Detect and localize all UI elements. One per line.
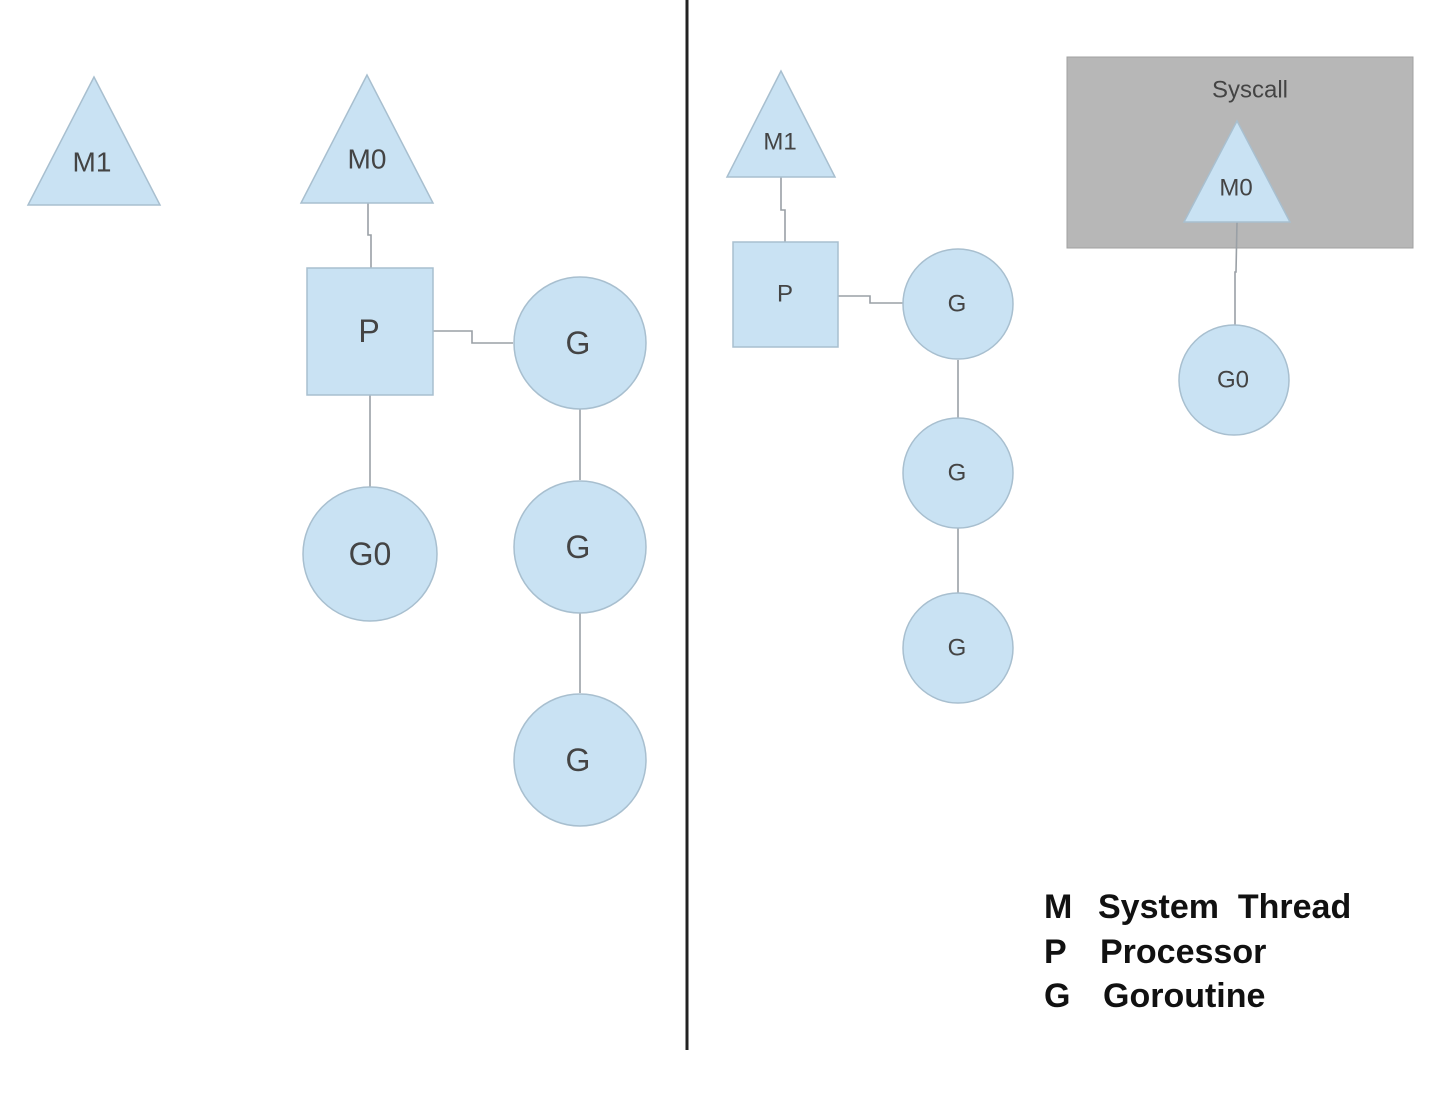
connector-m0-g0: [1234, 221, 1238, 325]
left-panel: M1 M0 P G0 G G G: [26, 73, 647, 827]
p-label: P: [358, 313, 379, 349]
m0-thread-node: M0: [299, 73, 435, 204]
g-label: G: [948, 291, 967, 318]
p-processor-node: P: [306, 267, 434, 396]
g-goroutine-node: G: [902, 417, 1014, 529]
g0-label: G0: [1217, 367, 1249, 394]
g-label: G: [948, 635, 967, 662]
connector-m1-p: [780, 177, 786, 242]
m0-label: M0: [1219, 175, 1252, 202]
syscall-label: Syscall: [1212, 77, 1288, 104]
g-label: G: [566, 742, 591, 778]
legend: M System Thread P Processor G Goroutine: [1044, 888, 1351, 1015]
m1-thread-node: M1: [26, 75, 162, 206]
g-label: G: [948, 460, 967, 487]
legend-text: Goroutine: [1103, 977, 1265, 1015]
legend-text: Processor: [1100, 933, 1266, 971]
connector-p-g: [838, 295, 903, 304]
g-goroutine-node: G: [902, 592, 1014, 704]
m1-thread-node: M1: [725, 69, 837, 178]
g-goroutine-node: G: [513, 480, 647, 614]
p-processor-node: P: [732, 241, 839, 348]
g-goroutine-node: G: [513, 276, 647, 410]
g-label: G: [566, 325, 591, 361]
legend-text: System Thread: [1098, 888, 1351, 926]
m0-thread-node: M0: [1182, 119, 1292, 223]
legend-key: M: [1044, 888, 1072, 926]
m1-label: M1: [763, 129, 796, 156]
connector-p-g: [433, 330, 513, 344]
m0-label: M0: [348, 144, 387, 175]
right-panel: Syscall M1 M0 P G G: [725, 56, 1414, 704]
p-label: P: [777, 281, 793, 308]
connector-m0-p: [367, 203, 372, 268]
g0-goroutine-node: G0: [1178, 324, 1290, 436]
g-goroutine-node: G: [513, 693, 647, 827]
legend-key: P: [1044, 933, 1067, 971]
g0-goroutine-node: G0: [302, 486, 438, 622]
g-goroutine-node: G: [902, 248, 1014, 360]
g-label: G: [566, 529, 591, 565]
legend-key: G: [1044, 977, 1070, 1015]
m1-label: M1: [73, 147, 112, 178]
g0-label: G0: [349, 536, 392, 572]
